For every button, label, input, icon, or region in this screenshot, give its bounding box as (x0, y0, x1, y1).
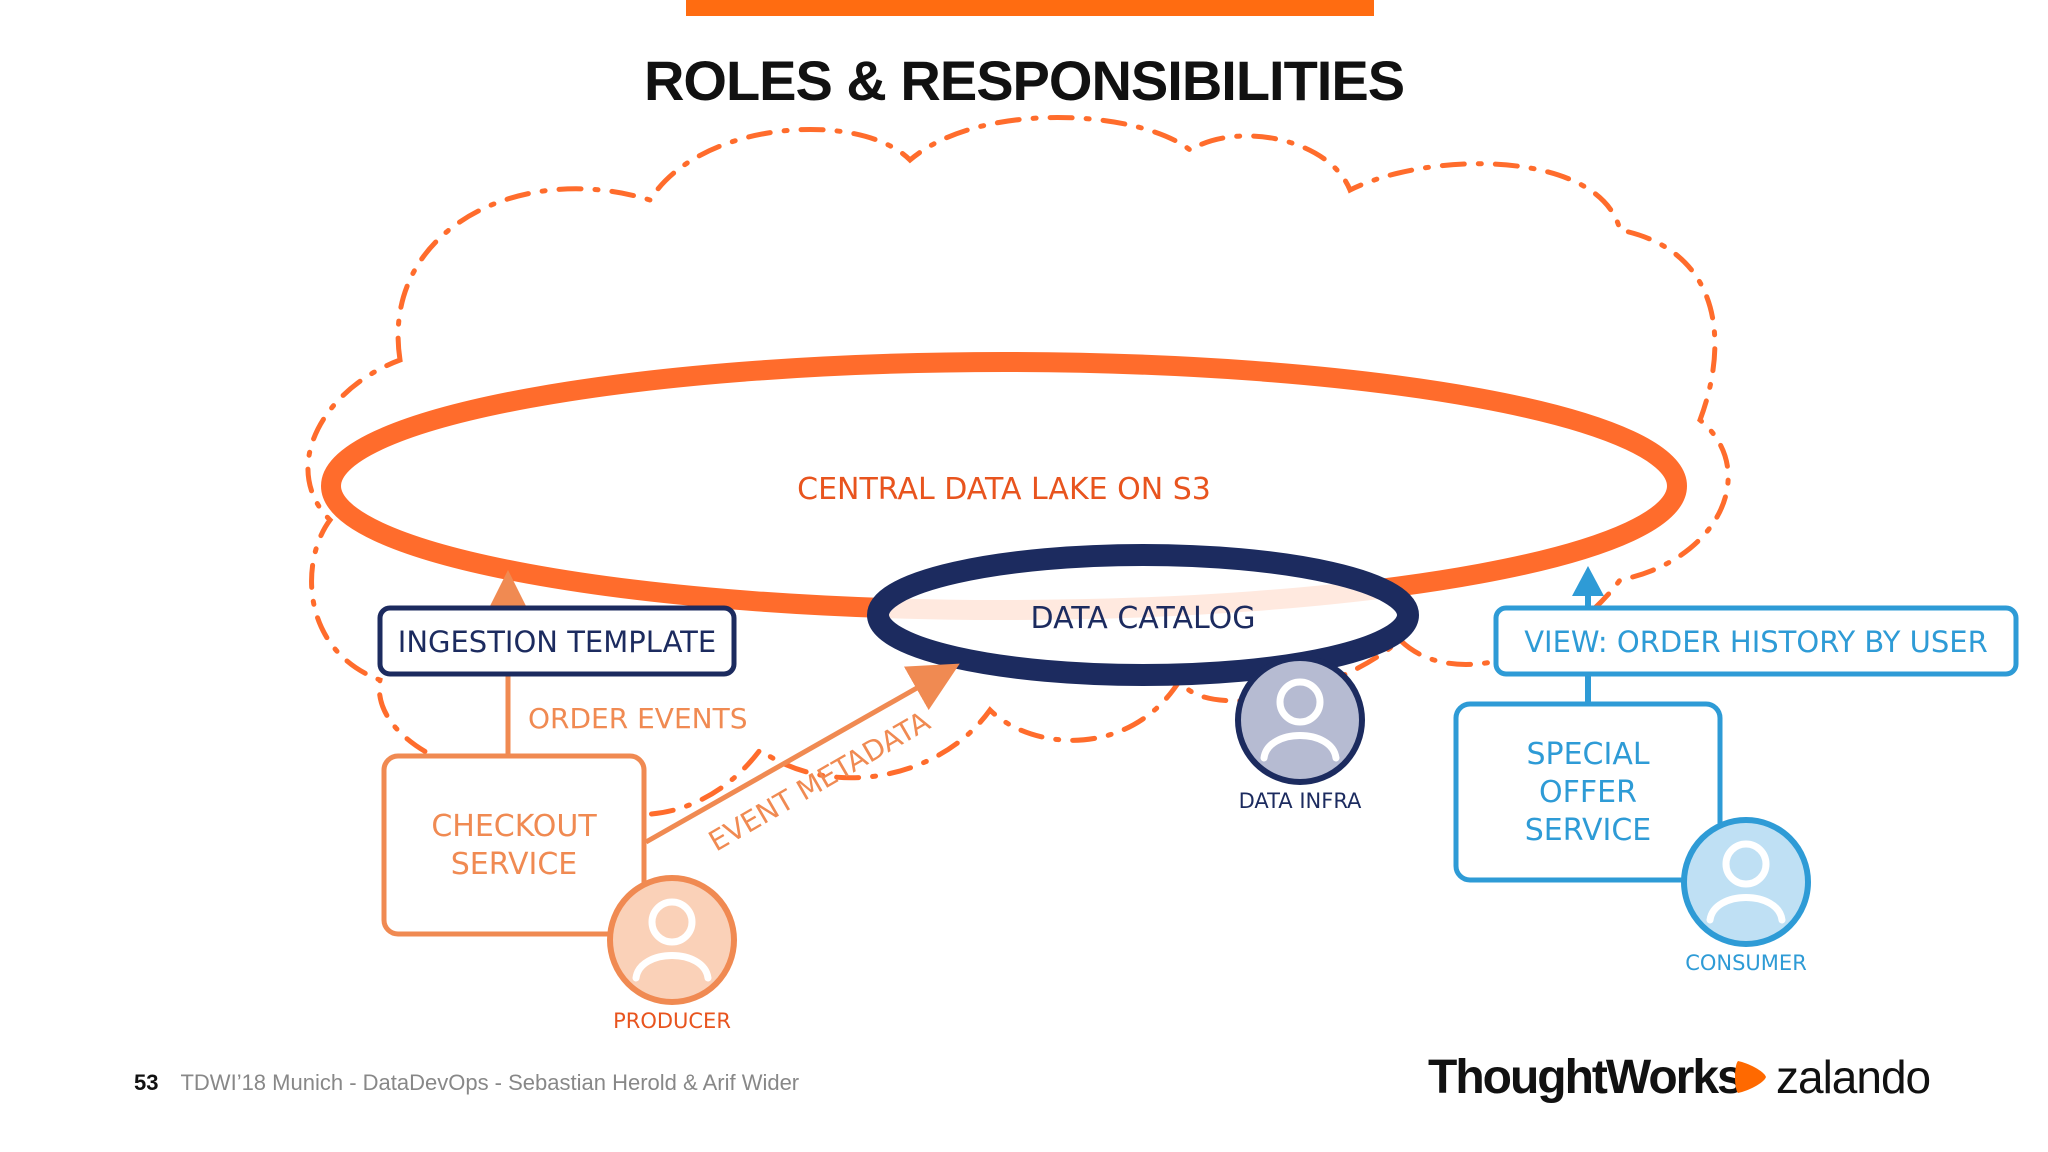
event-metadata-arrow (644, 663, 960, 845)
special-offer-line1: SPECIAL (1526, 737, 1649, 772)
producer-label: PRODUCER (613, 1009, 731, 1033)
checkout-service-box (381, 753, 647, 937)
footer: 53 TDWI’18 Munich - DataDevOps - Sebastia… (134, 1070, 799, 1096)
data-infra-avatar (1235, 655, 1365, 785)
data-catalog-label: DATA CATALOG (1031, 601, 1256, 636)
top-accent-bar (686, 0, 1374, 16)
zalando-mark-icon (1735, 1061, 1766, 1093)
data-catalog-ring (867, 544, 1419, 686)
thoughtworks-wordmark: ThoughtWorks (1428, 1051, 1744, 1104)
thoughtworks-logo: ThoughtWorks® (1428, 1050, 1752, 1105)
special-offer-line3: SERVICE (1525, 813, 1651, 848)
page-number: 53 (134, 1070, 159, 1095)
order-events-label: ORDER EVENTS (528, 702, 747, 735)
checkout-service-line2: SERVICE (451, 847, 577, 882)
ingestion-template-box (377, 605, 737, 677)
zalando-wordmark: zalando (1776, 1051, 1931, 1103)
consumer-avatar (1681, 817, 1811, 947)
footer-text: TDWI’18 Munich - DataDevOps - Sebastian … (180, 1070, 800, 1095)
arrow-head-icon (1572, 566, 1604, 596)
producer-avatar (607, 875, 737, 1005)
ingestion-template-label: INGESTION TEMPLATE (398, 625, 716, 659)
data-lake-label: CENTRAL DATA LAKE ON S3 (797, 472, 1211, 507)
consumer-label: CONSUMER (1685, 951, 1807, 975)
zalando-logo: zalando (1732, 1051, 1931, 1103)
special-offer-line2: OFFER (1539, 775, 1637, 810)
view-order-history-label: VIEW: ORDER HISTORY BY USER (1524, 625, 1988, 659)
slide-title: ROLES & RESPONSIBILITIES (643, 49, 1405, 112)
data-infra-label: DATA INFRA (1239, 789, 1362, 813)
checkout-service-line1: CHECKOUT (431, 809, 597, 844)
special-offer-service-box (1453, 701, 1723, 883)
view-order-history-box (1493, 605, 2019, 677)
